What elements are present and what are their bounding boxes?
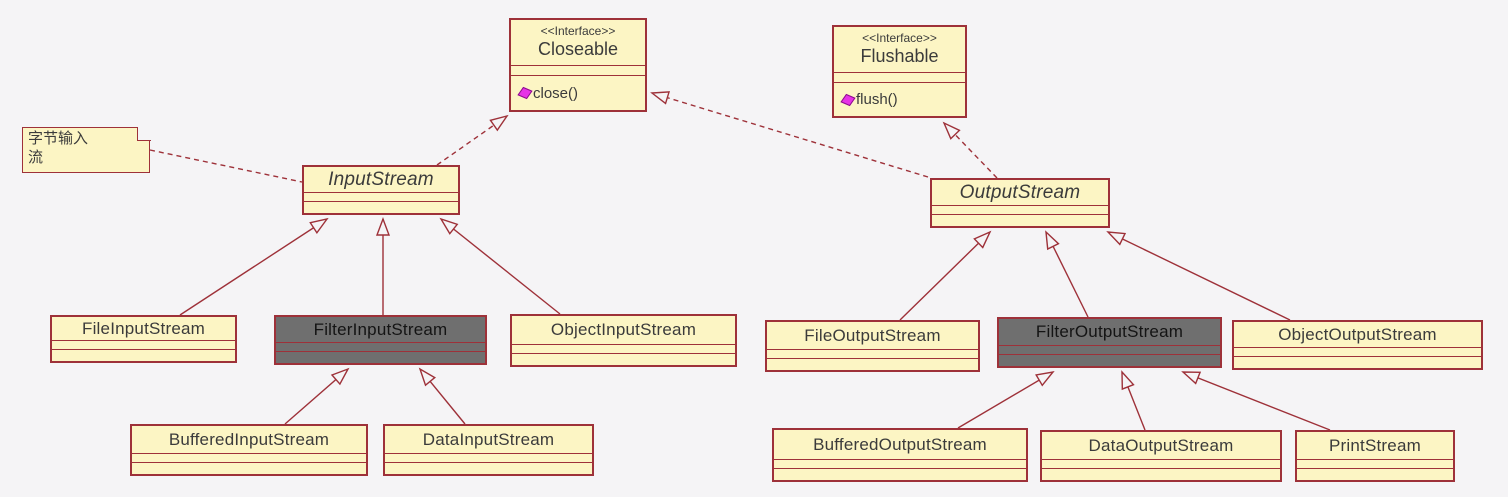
- class-name: BufferedOutputStream: [813, 434, 987, 454]
- interface-header: <<Interface>> Flushable: [834, 27, 965, 72]
- note-byte-input-stream[interactable]: 字节输入 流: [22, 126, 151, 173]
- class-box-fileinputstream[interactable]: FileInputStream: [50, 315, 237, 363]
- operations-compartment: close(): [511, 75, 645, 110]
- operations-compartment: [767, 358, 978, 370]
- note-text-line1: 字节输入: [28, 130, 89, 147]
- generalization-fileoutputstream-outputstream: [899, 230, 992, 321]
- attributes-compartment: [834, 72, 965, 82]
- class-name: FilterOutputStream: [1035, 322, 1184, 341]
- class-box-fileoutputstream[interactable]: FileOutputStream: [765, 320, 980, 372]
- generalization-objectoutputstream-outputstream: [1106, 231, 1291, 321]
- method-label: flush(): [856, 91, 898, 108]
- class-box-closeable[interactable]: <<Interface>> Closeable close(): [509, 18, 647, 112]
- class-name: FilterInputStream: [313, 319, 448, 339]
- method-label: close(): [533, 84, 579, 102]
- class-box-datainputstream[interactable]: DataInputStream: [383, 424, 594, 476]
- generalization-filteroutputstream-outputstream: [1045, 230, 1089, 318]
- generalization-printstream-filteroutputstream: [1181, 371, 1331, 431]
- attributes-compartment: [1042, 459, 1280, 468]
- class-box-flushable[interactable]: <<Interface>> Flushable flush(): [832, 25, 967, 118]
- attributes-compartment: [512, 344, 735, 353]
- class-name: ObjectInputStream: [550, 320, 697, 339]
- class-box-filterinputstream[interactable]: FilterInputStream: [274, 315, 487, 365]
- class-name: DataInputStream: [422, 429, 555, 449]
- attributes-compartment: [52, 340, 235, 349]
- operations-compartment: [276, 351, 485, 363]
- attributes-compartment: [132, 453, 366, 462]
- attributes-compartment: [511, 65, 645, 75]
- class-name: BufferedInputStream: [168, 429, 330, 449]
- class-box-objectoutputstream[interactable]: ObjectOutputStream: [1232, 320, 1483, 370]
- operations-compartment: [1042, 468, 1280, 480]
- attributes-compartment: [385, 453, 592, 462]
- method-icon: [517, 86, 533, 100]
- attributes-compartment: [932, 205, 1108, 214]
- attributes-compartment: [999, 345, 1220, 354]
- generalization-datainputstream-filterinputstream: [418, 367, 466, 425]
- generalization-bufferedinputstream-filterinputstream: [284, 367, 350, 425]
- class-box-inputstream[interactable]: InputStream: [302, 165, 460, 215]
- class-box-dataoutputstream[interactable]: DataOutputStream: [1040, 430, 1282, 482]
- class-name: ObjectOutputStream: [1278, 324, 1437, 344]
- attributes-compartment: [774, 459, 1026, 468]
- operations-compartment: [932, 214, 1108, 226]
- class-box-printstream[interactable]: PrintStream: [1295, 430, 1455, 482]
- class-name: PrintStream: [1329, 435, 1421, 455]
- note-fold-corner: [136, 126, 151, 141]
- attributes-compartment: [304, 192, 458, 201]
- operations-compartment: [999, 354, 1220, 366]
- operations-compartment: [1234, 356, 1481, 368]
- class-name: DataOutputStream: [1088, 435, 1234, 455]
- operations-compartment: [1297, 468, 1453, 480]
- class-name: FileOutputStream: [804, 325, 941, 345]
- operations-compartment: [774, 468, 1026, 480]
- class-box-bufferedinputstream[interactable]: BufferedInputStream: [130, 424, 368, 476]
- class-box-bufferedoutputstream[interactable]: BufferedOutputStream: [772, 428, 1028, 482]
- operations-compartment: [512, 353, 735, 365]
- realization-outputstream-closeable: [650, 91, 929, 178]
- operations-compartment: flush(): [834, 82, 965, 116]
- interface-name: Closeable: [537, 39, 619, 60]
- generalization-objectinputstream-inputstream: [439, 217, 561, 315]
- class-name: FileInputStream: [82, 318, 205, 338]
- note-text-line2: 流: [28, 148, 44, 166]
- attributes-compartment: [767, 349, 978, 358]
- operations-compartment: [385, 462, 592, 474]
- operations-compartment: [304, 201, 458, 213]
- attributes-compartment: [1234, 347, 1481, 356]
- operations-compartment: [52, 349, 235, 361]
- realization-outputstream-flushable: [942, 121, 998, 179]
- generalization-fileinputstream-inputstream: [179, 217, 329, 316]
- attributes-compartment: [1297, 459, 1453, 468]
- attributes-compartment: [276, 342, 485, 351]
- note-anchor-line: [149, 149, 303, 183]
- stereotype-label: <<Interface>>: [540, 24, 616, 39]
- operations-compartment: [132, 462, 366, 474]
- interface-name: Flushable: [860, 46, 939, 67]
- generalization-bufferedoutputstream-filteroutputstream: [957, 370, 1055, 429]
- interface-header: <<Interface>> Closeable: [511, 20, 645, 65]
- class-name: OutputStream: [959, 181, 1081, 203]
- generalization-dataoutputstream-filteroutputstream: [1121, 370, 1146, 431]
- realization-inputstream-closeable: [436, 114, 509, 166]
- stereotype-label: <<Interface>>: [862, 31, 937, 46]
- class-box-outputstream[interactable]: OutputStream: [930, 178, 1110, 228]
- class-box-objectinputstream[interactable]: ObjectInputStream: [510, 314, 737, 367]
- method-icon: [840, 93, 856, 106]
- class-box-filteroutputstream[interactable]: FilterOutputStream: [997, 317, 1222, 368]
- class-name: InputStream: [328, 168, 434, 190]
